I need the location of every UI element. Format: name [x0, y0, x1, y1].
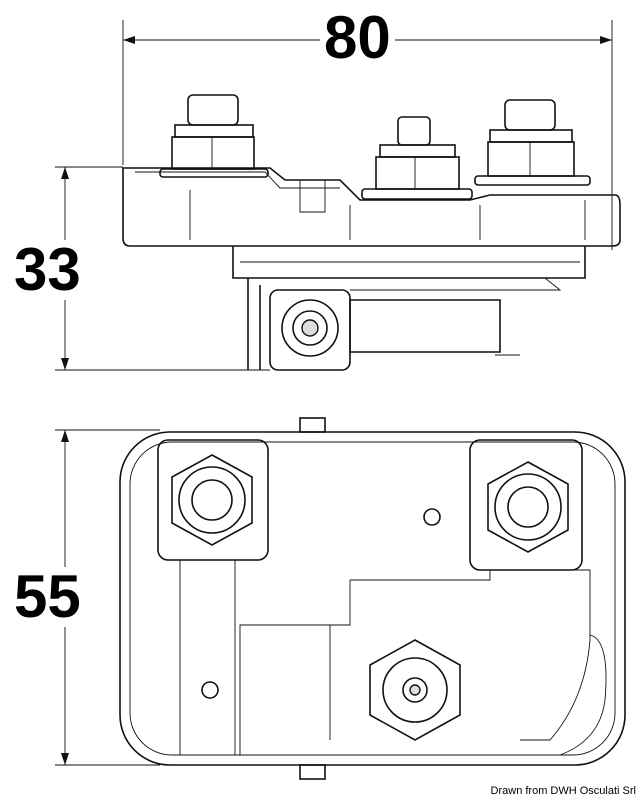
credit-text: Drawn from DWH Osculati Srl	[490, 785, 636, 797]
top-view	[119, 417, 626, 780]
side-view	[122, 94, 621, 371]
height-dimension-label: 33	[10, 240, 85, 300]
depth-dimension-label: 55	[10, 567, 85, 627]
width-dimension-label: 80	[320, 8, 395, 68]
height-dimension-line	[55, 166, 270, 371]
